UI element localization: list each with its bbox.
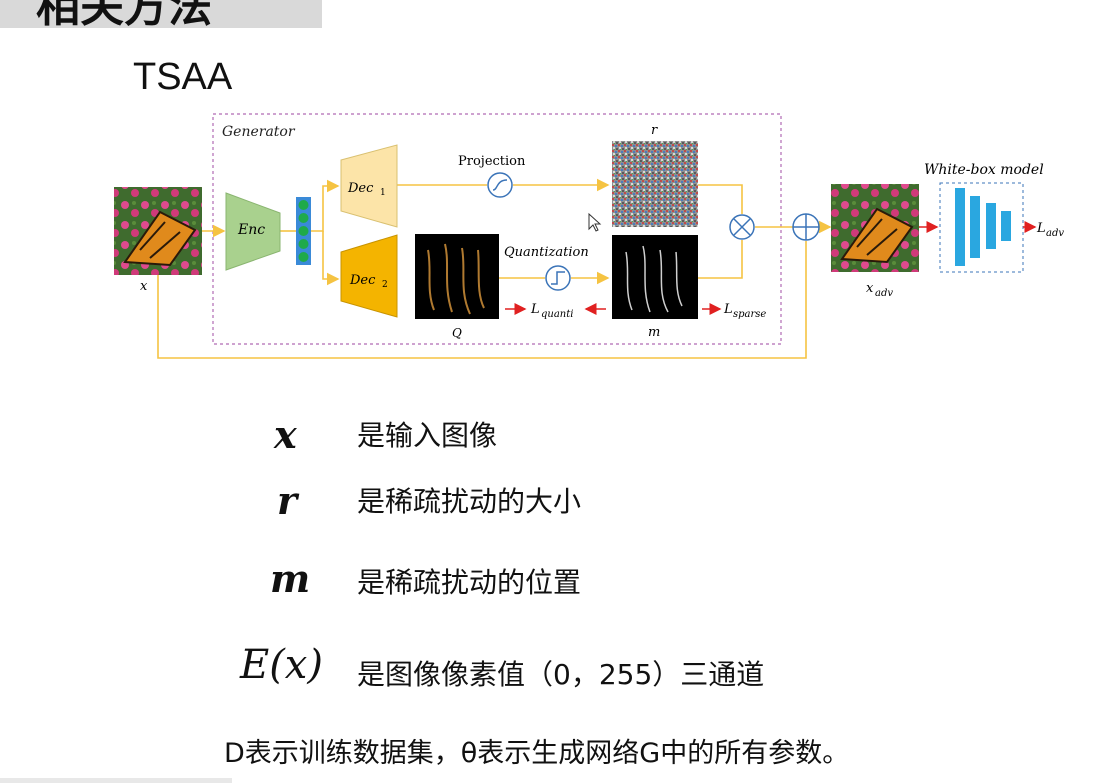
- projection-label: Projection: [458, 154, 526, 169]
- definition-symbol: m: [270, 556, 311, 601]
- connection-lines: [157, 178, 832, 359]
- generator-box: [212, 113, 782, 345]
- bottom-strip: [0, 778, 232, 783]
- projection-icon: [487, 172, 513, 198]
- l-adv-sub: adv: [1046, 228, 1064, 239]
- definition-symbol: E(x): [240, 642, 323, 688]
- definition-text: 是稀疏扰动的位置: [357, 566, 582, 599]
- enc-label: Enc: [237, 222, 265, 238]
- definition-symbol: r: [277, 478, 298, 523]
- slide-subtitle: TSAA: [133, 56, 233, 98]
- definition-text: 是输入图像: [357, 419, 498, 452]
- dec1-label: Dec: [347, 181, 374, 196]
- l-sparse-label: L: [723, 302, 733, 317]
- r-label: r: [651, 123, 658, 138]
- latent-vector: [296, 197, 311, 265]
- encoder-block: [225, 192, 281, 271]
- dec1-sub: 1: [380, 188, 386, 198]
- x-adv-label: x: [866, 281, 874, 296]
- whitebox-network-icon: [955, 188, 1011, 266]
- quantization-label: Quantization: [504, 245, 589, 260]
- multiply-operator-icon: [729, 214, 755, 240]
- generator-label: Generator: [222, 124, 296, 140]
- dec2-sub: 2: [382, 280, 388, 290]
- whitebox-label: White-box model: [924, 162, 1044, 178]
- m-label: m: [648, 325, 660, 340]
- adversarial-butterfly-image: [831, 184, 919, 272]
- decoder-2-block: [340, 234, 398, 318]
- slide-title: 相关方法: [36, 0, 212, 28]
- x-label: x: [140, 279, 148, 294]
- footer-note: D表示训练数据集，θ表示生成网络G中的所有参数。: [224, 738, 850, 769]
- dec2-label: Dec: [349, 273, 376, 288]
- slide-title-banner: 相关方法: [0, 0, 322, 28]
- tsaa-architecture-diagram: Generator x Enc Dec 1 Dec 2: [114, 113, 1064, 359]
- input-butterfly-image: [114, 187, 202, 275]
- l-quanti-label: L: [530, 302, 540, 317]
- quantization-step-icon: [545, 265, 571, 291]
- definition-text: 是图像像素值（0，255）三通道: [357, 658, 765, 691]
- add-operator-icon: [792, 213, 820, 241]
- mouse-cursor-icon: [588, 212, 602, 232]
- q-mask-image: [415, 234, 499, 319]
- x-adv-sub: adv: [875, 288, 893, 299]
- m-mask-image: [612, 235, 698, 319]
- perturbation-r-image: [612, 141, 698, 227]
- definition-symbol: x: [274, 412, 297, 457]
- l-quanti-sub: quanti: [541, 309, 573, 320]
- q-label: Q: [452, 326, 462, 340]
- l-adv-label: L: [1036, 221, 1046, 236]
- definition-text: 是稀疏扰动的大小: [357, 485, 582, 518]
- l-sparse-sub: sparse: [733, 309, 766, 320]
- decoder-1-block: [340, 144, 398, 228]
